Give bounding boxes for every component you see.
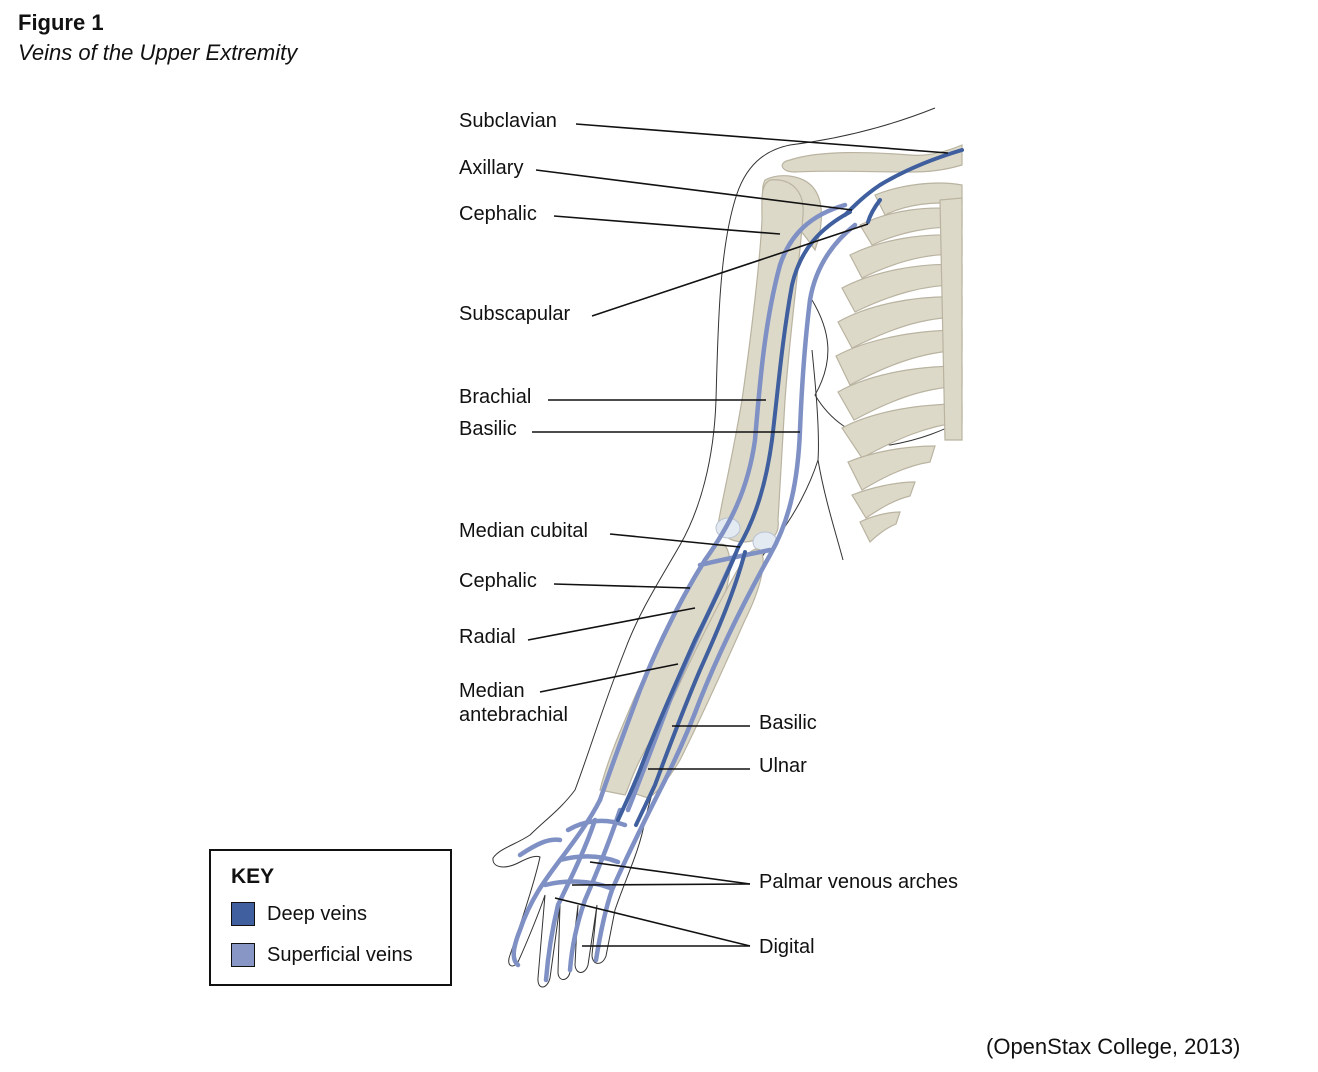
- leader-digital-1: [554, 897, 751, 947]
- label-subclavian: Subclavian: [459, 110, 557, 132]
- leader-subscapular: [591, 223, 869, 317]
- figure-credit: (OpenStax College, 2013): [986, 1034, 1241, 1059]
- leader-palmar-1: [589, 861, 751, 885]
- label-brachial: Brachial: [459, 386, 532, 408]
- leader-palmar-2: [571, 883, 751, 886]
- label-radial: Radial: [459, 626, 516, 648]
- rib-cage: [835, 182, 963, 544]
- leader-lines: [527, 123, 949, 947]
- leader-radial: [527, 607, 696, 641]
- label-cephalic-upper: Cephalic: [459, 203, 537, 225]
- legend-label-deep: Deep veins: [267, 902, 368, 925]
- leader-axillary: [535, 169, 853, 211]
- label-palmar-venous-arches: Palmar venous arches: [759, 871, 958, 893]
- label-cephalic-lower: Cephalic: [459, 570, 537, 592]
- legend-item-deep: Deep veins: [231, 901, 367, 927]
- leader-median-cubital: [609, 533, 741, 548]
- leader-median-antebrachial: [539, 663, 679, 693]
- label-axillary: Axillary: [459, 157, 524, 179]
- deep-veins: [616, 148, 964, 827]
- legend-title: KEY: [231, 865, 275, 888]
- label-subscapular: Subscapular: [459, 303, 571, 325]
- label-basilic-lower: Basilic: [759, 712, 817, 734]
- label-median-antebrachial-line2: antebrachial: [459, 704, 568, 726]
- figure-title: Veins of the Upper Extremity: [18, 40, 298, 65]
- label-median-cubital: Median cubital: [459, 520, 588, 542]
- figure-number: Figure 1: [18, 10, 104, 35]
- legend-key: KEY Deep veins Superficial veins: [209, 849, 452, 986]
- label-basilic-upper: Basilic: [459, 418, 517, 440]
- deep-vein-swatch: [231, 902, 255, 926]
- leader-cephalic-upper: [553, 215, 781, 235]
- label-ulnar: Ulnar: [759, 755, 807, 777]
- leader-subclavian: [575, 123, 949, 154]
- legend-item-superficial: Superficial veins: [231, 942, 413, 968]
- legend-label-superficial: Superficial veins: [267, 943, 413, 966]
- superficial-vein-swatch: [231, 943, 255, 967]
- label-digital: Digital: [759, 936, 815, 958]
- leader-cephalic-lower: [553, 583, 691, 589]
- label-median-antebrachial-line1: Median: [459, 680, 525, 702]
